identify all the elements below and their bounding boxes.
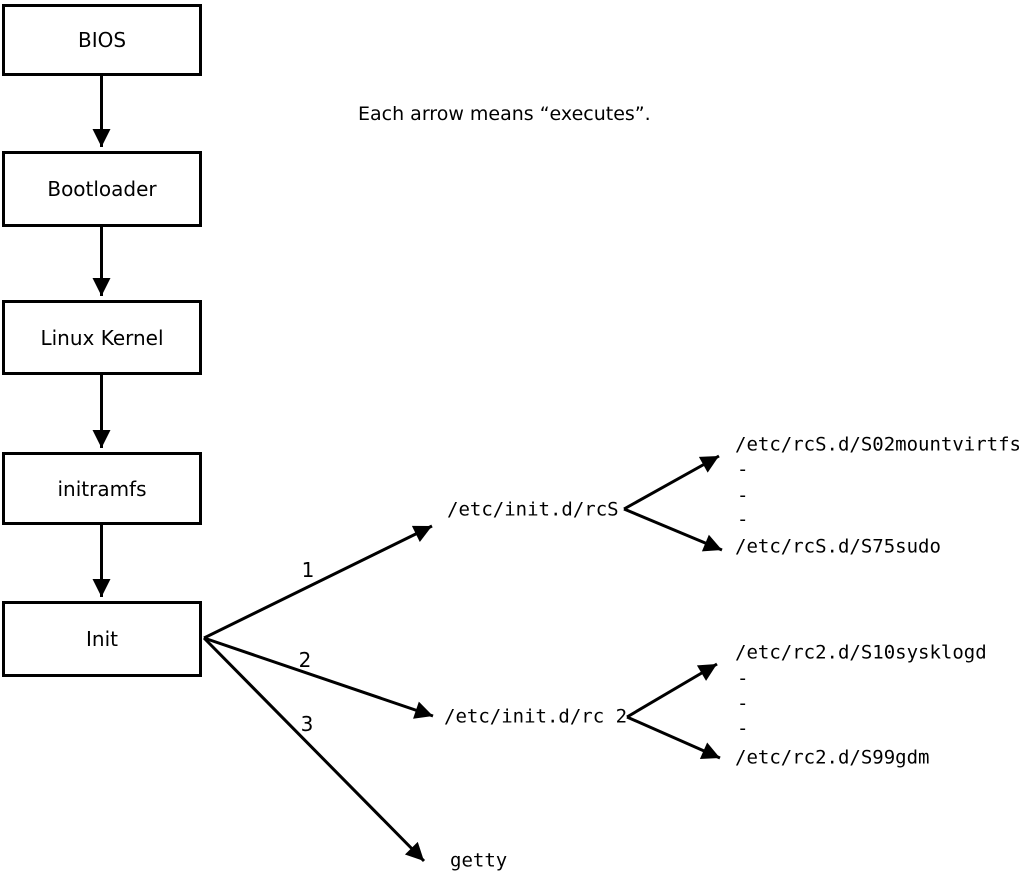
label-rcS-item-ellipsis-3: -	[737, 508, 749, 531]
label-etc-init-d-rc2: /etc/init.d/rc 2	[444, 705, 628, 728]
arrow-rc2-to-S10sysklogd	[626, 662, 718, 719]
diagram-caption: Each arrow means “executes”.	[358, 103, 651, 125]
label-rc2-item-ellipsis-3: -	[737, 717, 749, 740]
label-rc2-item-S10sysklogd: /etc/rc2.d/S10sysklogd	[735, 641, 987, 664]
label-rcS-item-S02mountvirtfs: /etc/rcS.d/S02mountvirtfs	[735, 433, 1021, 456]
label-etc-init-d-rcS: /etc/init.d/rcS	[447, 498, 619, 521]
node-bios-label: BIOS	[77, 28, 127, 52]
node-bootloader-label: Bootloader	[47, 177, 157, 201]
node-bios: BIOS	[2, 4, 202, 76]
label-rcS-item-ellipsis-2: -	[737, 484, 749, 507]
branch-1-number: 1	[301, 558, 315, 582]
label-rc2-item-ellipsis-2: -	[737, 692, 749, 715]
label-rcS-item-S75sudo: /etc/rcS.d/S75sudo	[735, 535, 941, 558]
node-initramfs: initramfs	[2, 452, 202, 525]
label-rcS-item-ellipsis-1: -	[737, 458, 749, 481]
arrow-rc2-to-S99gdm	[626, 715, 721, 760]
label-getty: getty	[450, 849, 508, 872]
node-initramfs-label: initramfs	[57, 476, 147, 501]
arrow-init-to-rc2	[203, 636, 434, 719]
arrow-rcS-to-S75sudo	[623, 507, 723, 552]
node-init-label: Init	[86, 627, 118, 651]
node-linux-kernel: Linux Kernel	[2, 300, 202, 375]
arrow-init-to-getty	[202, 636, 426, 863]
node-init: Init	[2, 601, 202, 677]
branch-3-number: 3	[300, 712, 314, 736]
arrow-init-to-rcS	[203, 524, 433, 640]
branch-2-number: 2	[298, 648, 312, 672]
node-linux-kernel-label: Linux Kernel	[40, 325, 164, 350]
label-rc2-item-S99gdm: /etc/rc2.d/S99gdm	[735, 746, 930, 769]
arrow-rcS-to-S02mountvirtfs	[623, 454, 720, 511]
node-bootloader: Bootloader	[2, 151, 202, 227]
label-rc2-item-ellipsis-1: -	[737, 667, 749, 690]
